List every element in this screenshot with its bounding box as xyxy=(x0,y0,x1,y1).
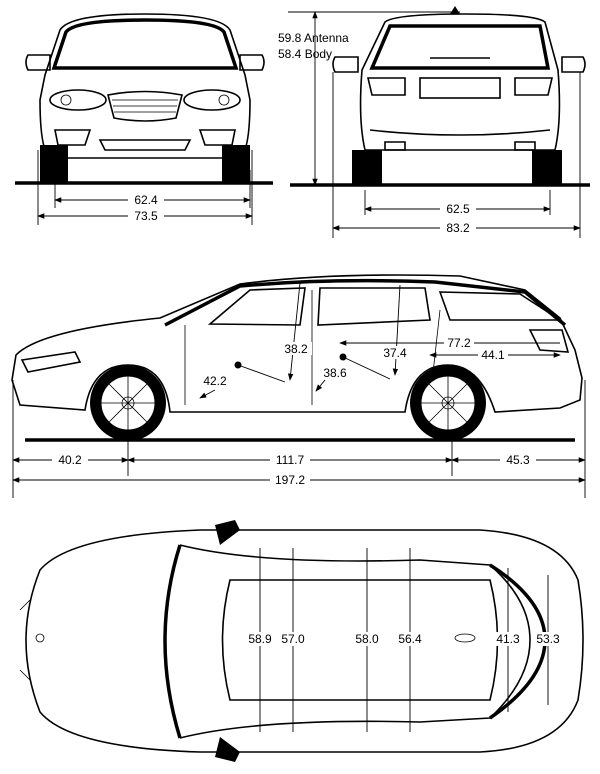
front-overhang-label: 40.2 xyxy=(58,453,82,467)
cargo-length-seats-down-label: 77.2 xyxy=(447,336,471,350)
rear-hip-label: 56.4 xyxy=(398,632,422,646)
wheelbase-label: 111.7 xyxy=(276,453,305,467)
rear-overhang-label: 45.3 xyxy=(506,453,530,467)
front-hip-label: 57.0 xyxy=(281,632,305,646)
front-shoulder-label: 58.9 xyxy=(248,632,272,646)
cargo-width-wheelwells-label: 41.3 xyxy=(496,632,520,646)
front-headroom-label: 38.2 xyxy=(284,342,308,356)
front-track-label: 62.4 xyxy=(134,193,158,207)
cargo-width-label: 53.3 xyxy=(536,632,560,646)
rear-width-label: 83.2 xyxy=(446,221,470,235)
rear-legroom-label: 38.6 xyxy=(323,366,347,380)
rear-shoulder-label: 58.0 xyxy=(355,632,379,646)
height-body-label: 58.4 Body xyxy=(278,47,332,61)
right-mirror xyxy=(239,54,265,71)
cargo-length-label: 44.1 xyxy=(481,348,505,362)
grille xyxy=(107,90,183,122)
front-view: 62.4 73.5 xyxy=(15,13,273,225)
rear-track-label: 62.5 xyxy=(446,202,470,216)
overall-length-label: 197.2 xyxy=(275,473,305,487)
height-antenna-label: 59.8 Antenna xyxy=(278,31,349,45)
top-view: 58.9 57.0 58.0 56.4 41.3 53.3 xyxy=(19,520,584,762)
rear-view: 59.8 Antenna 58.4 Body 62.5 83.2 xyxy=(278,6,590,238)
front-legroom-label: 42.2 xyxy=(203,374,227,388)
side-view: 38.2 37.4 42.2 38.6 77.2 44.1 40.2 111.7… xyxy=(11,274,586,498)
front-width-label: 73.5 xyxy=(134,209,158,223)
rear-headroom-label: 37.4 xyxy=(383,346,407,360)
left-mirror xyxy=(25,54,51,71)
